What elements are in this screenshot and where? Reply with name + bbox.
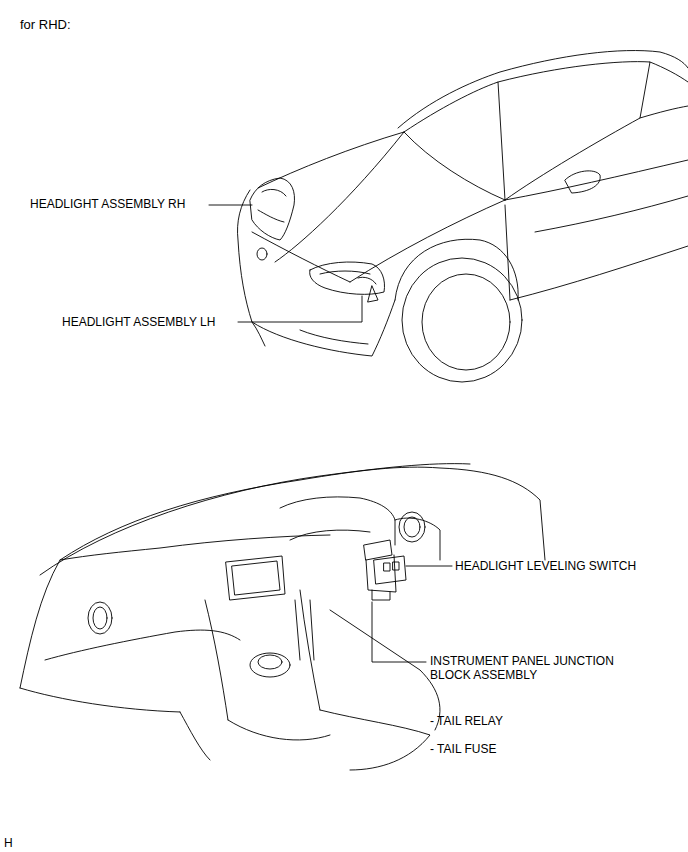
- leader-line: [238, 296, 362, 322]
- vent: [88, 602, 112, 634]
- vent: [399, 512, 425, 542]
- leader-line: [209, 205, 252, 206]
- vent: [93, 607, 107, 629]
- dash-top: [40, 464, 470, 575]
- page-title: for RHD:: [20, 18, 71, 32]
- center-console: [205, 590, 430, 770]
- car-windshield: [404, 62, 650, 200]
- switch-button: [384, 563, 390, 571]
- leveling-switch: [374, 556, 406, 584]
- gear-lever: [295, 600, 314, 660]
- seat-edge: [20, 688, 210, 760]
- car-rim: [422, 274, 510, 370]
- vent: [404, 517, 420, 537]
- center-display: [226, 556, 285, 600]
- car-mirror: [565, 171, 600, 193]
- headlight-rh: [250, 178, 294, 240]
- sub-part-name: - TAIL RELAY: [430, 714, 503, 728]
- gear-knob: [258, 655, 282, 669]
- car-bumper: [238, 190, 396, 356]
- gear-knob: [250, 653, 290, 677]
- junction-block-connector: [372, 590, 390, 600]
- sub-part-name: - TAIL FUSE: [430, 742, 496, 756]
- car-body: [505, 160, 688, 300]
- car-fog-lamp: [257, 248, 267, 260]
- part-name: HEADLIGHT LEVELING SWITCH: [455, 559, 636, 573]
- car-hood: [252, 132, 505, 282]
- steering-column: [395, 518, 440, 560]
- part-name: HEADLIGHT ASSEMBLY RH: [30, 197, 185, 211]
- switch-button: [393, 562, 399, 570]
- junction-block: [364, 540, 396, 592]
- car-rear-window: [640, 62, 688, 118]
- meter-hood: [280, 497, 395, 545]
- car-tire: [402, 258, 522, 382]
- headlight-lh-bracket: [368, 286, 378, 302]
- leader-line: [406, 566, 452, 567]
- dash-lower: [45, 610, 440, 730]
- figure-code: H: [4, 836, 13, 850]
- leader-line: [372, 602, 426, 662]
- part-name: INSTRUMENT PANEL JUNCTION BLOCK ASSEMBLY: [430, 654, 635, 682]
- part-name: HEADLIGHT ASSEMBLY LH: [62, 315, 215, 329]
